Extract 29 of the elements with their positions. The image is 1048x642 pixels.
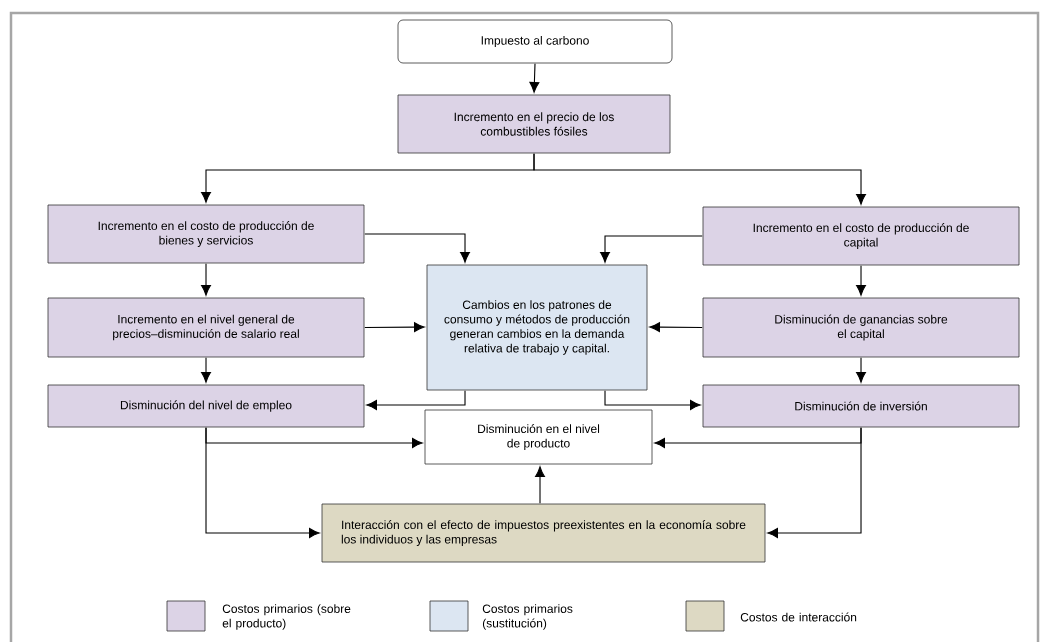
arrow	[649, 322, 703, 333]
arrow	[201, 263, 211, 296]
arrow	[604, 390, 701, 410]
process-box: Incremento en el nivel general de precios–disminución de salario real	[47, 297, 365, 358]
process-box: Disminución de inversión	[702, 384, 1020, 428]
arrow	[529, 63, 540, 93]
legend-label: Costos de interacción	[740, 612, 857, 622]
arrow	[201, 357, 211, 383]
arrow	[364, 322, 425, 333]
process-box: Disminución del nivel de empleo	[47, 384, 365, 428]
process-box: Disminución de ganancias sobre el capital	[702, 297, 1020, 358]
legend-label: Costos primarios (sustitución)	[482, 604, 573, 630]
process-box: Incremento en el costo de producción de bienes y servicios	[47, 204, 365, 264]
process-box: Interacción con el efecto de impuestos preexistentes en la economía sobre los individuos y las empresas	[321, 503, 766, 563]
legend-label: Costos primarios (sobre el producto)	[222, 604, 351, 630]
process-box: Incremento en el precio de los combustibles fósiles	[397, 94, 671, 154]
start-box: Impuesto al carbono	[397, 19, 673, 64]
arrow	[205, 427, 320, 538]
process-box: Disminución en el nivel de producto	[424, 409, 653, 465]
process-box: Cambios en los patrones de consumo y métodos de producción generan cambios en la demanda relativa de trabajo y capital.	[426, 264, 648, 391]
arrow	[366, 390, 466, 410]
arrow	[364, 233, 470, 263]
process-box: Incremento en el costo de producción de capital	[702, 206, 1020, 266]
arrow	[856, 357, 866, 383]
arrow	[600, 235, 703, 263]
arrow	[856, 265, 866, 296]
arrow	[533, 153, 866, 205]
arrow	[535, 466, 545, 504]
arrow	[767, 427, 862, 538]
